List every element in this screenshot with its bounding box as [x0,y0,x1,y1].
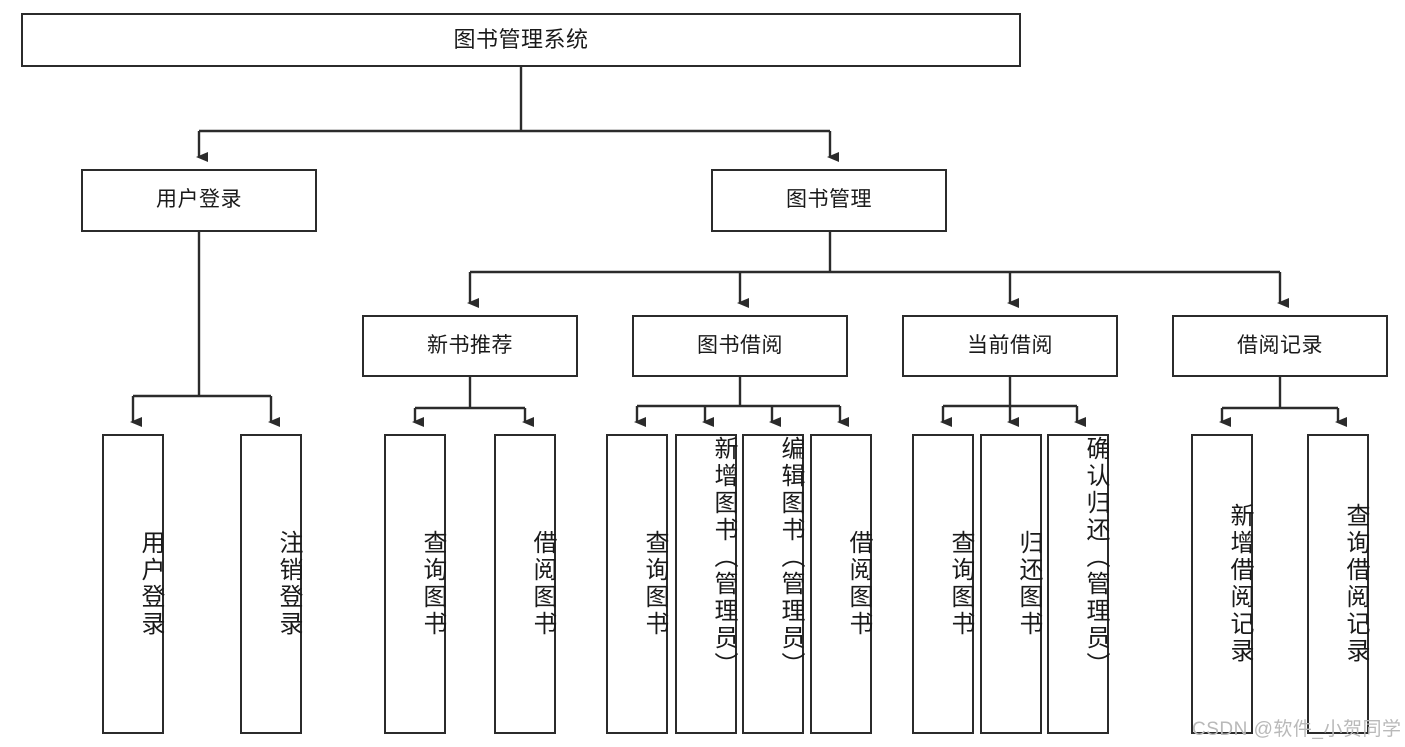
node-user-login[interactable]: 用户登录 [81,169,317,232]
node-leaf-query-book-2-label: 查询图书 [641,530,668,638]
node-leaf-query-record[interactable]: 查询借阅记录 [1307,434,1369,734]
node-leaf-confirm-return[interactable]: 确认归还（管理员） [1047,434,1109,734]
node-leaf-query-book-1[interactable]: 查询图书 [384,434,446,734]
node-leaf-logout-label: 注销登录 [275,530,302,638]
node-leaf-logout[interactable]: 注销登录 [240,434,302,734]
node-leaf-query-book-3[interactable]: 查询图书 [912,434,974,734]
node-borrow-record[interactable]: 借阅记录 [1172,315,1388,377]
node-leaf-query-record-label: 查询借阅记录 [1342,503,1369,665]
node-leaf-query-book-3-label: 查询图书 [947,530,974,638]
node-leaf-borrow-book-2[interactable]: 借阅图书 [810,434,872,734]
node-leaf-query-book-2[interactable]: 查询图书 [606,434,668,734]
node-root[interactable]: 图书管理系统 [21,13,1021,67]
node-leaf-add-record-label: 新增借阅记录 [1226,503,1253,665]
node-leaf-query-book-1-label: 查询图书 [419,530,446,638]
node-leaf-user-login[interactable]: 用户登录 [102,434,164,734]
node-leaf-edit-book-label: 编辑图书（管理员） [777,436,804,679]
node-book-borrow[interactable]: 图书借阅 [632,315,848,377]
node-current-borrow-label: 当前借阅 [967,333,1053,357]
node-borrow-record-label: 借阅记录 [1237,333,1323,357]
node-leaf-return-book[interactable]: 归还图书 [980,434,1042,734]
node-book-borrow-label: 图书借阅 [697,333,783,357]
node-leaf-return-book-label: 归还图书 [1015,530,1042,638]
node-book-manage-label: 图书管理 [786,188,872,212]
node-root-label: 图书管理系统 [453,27,589,53]
node-new-book-rec[interactable]: 新书推荐 [362,315,578,377]
node-leaf-borrow-book-1[interactable]: 借阅图书 [494,434,556,734]
node-user-login-label: 用户登录 [156,188,242,212]
node-leaf-user-login-label: 用户登录 [137,530,164,638]
csdn-watermark: CSDN @软件_小贺同学 [1192,719,1402,740]
node-leaf-confirm-return-label: 确认归还（管理员） [1082,436,1109,679]
node-new-book-rec-label: 新书推荐 [427,333,513,357]
node-leaf-add-book[interactable]: 新增图书（管理员） [675,434,737,734]
node-current-borrow[interactable]: 当前借阅 [902,315,1118,377]
node-book-manage[interactable]: 图书管理 [711,169,947,232]
node-leaf-add-record[interactable]: 新增借阅记录 [1191,434,1253,734]
node-leaf-borrow-book-2-label: 借阅图书 [845,530,872,638]
node-leaf-add-book-label: 新增图书（管理员） [710,436,737,679]
node-leaf-borrow-book-1-label: 借阅图书 [529,530,556,638]
node-leaf-edit-book[interactable]: 编辑图书（管理员） [742,434,804,734]
